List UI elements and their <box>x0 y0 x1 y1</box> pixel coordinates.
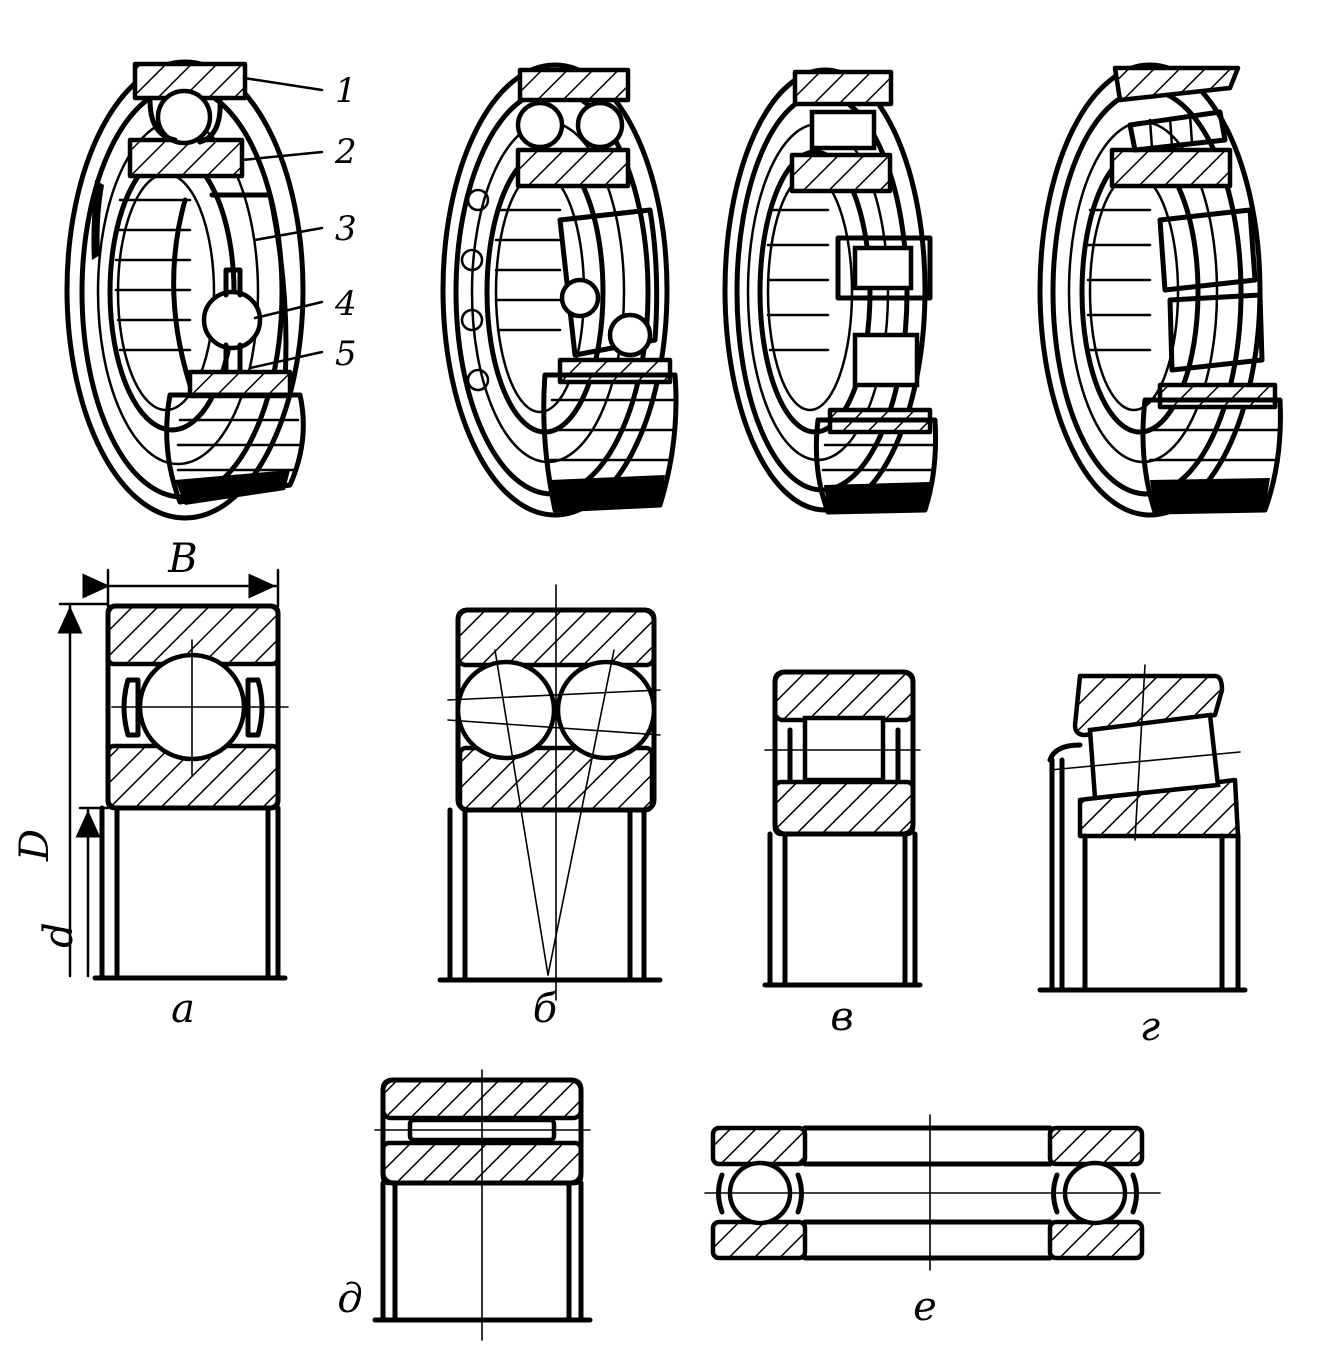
callout-5: 5 <box>335 334 357 374</box>
view-label-b: б <box>533 986 558 1032</box>
section-g <box>1037 664 1248 993</box>
callout-2: 2 <box>334 132 357 172</box>
cutaway-cylindrical-roller-bearing <box>722 67 939 515</box>
section-a <box>57 568 289 981</box>
view-label-g: г <box>1140 1004 1160 1050</box>
callout-4: 4 <box>334 284 357 324</box>
callout-3: 3 <box>335 209 357 249</box>
dimension-label-width: B <box>167 536 197 582</box>
view-label-v: в <box>830 994 853 1040</box>
cutaway-tapered-roller-bearing <box>1037 62 1283 518</box>
view-label-d: д <box>337 1276 362 1322</box>
cutaway-self-aligning-ball-bearing <box>440 62 679 518</box>
callout-1: 1 <box>335 71 357 111</box>
view-label-e: е <box>913 1284 937 1330</box>
section-b <box>437 584 663 1001</box>
view-label-a: а <box>171 986 195 1032</box>
section-d <box>372 1069 593 1341</box>
dimension-label-inner-diameter: d <box>36 922 82 948</box>
section-e <box>704 1114 1161 1271</box>
cutaway-ball-bearing <box>64 59 324 521</box>
dimension-label-outer-diameter: D <box>12 829 58 862</box>
section-v <box>762 669 923 988</box>
